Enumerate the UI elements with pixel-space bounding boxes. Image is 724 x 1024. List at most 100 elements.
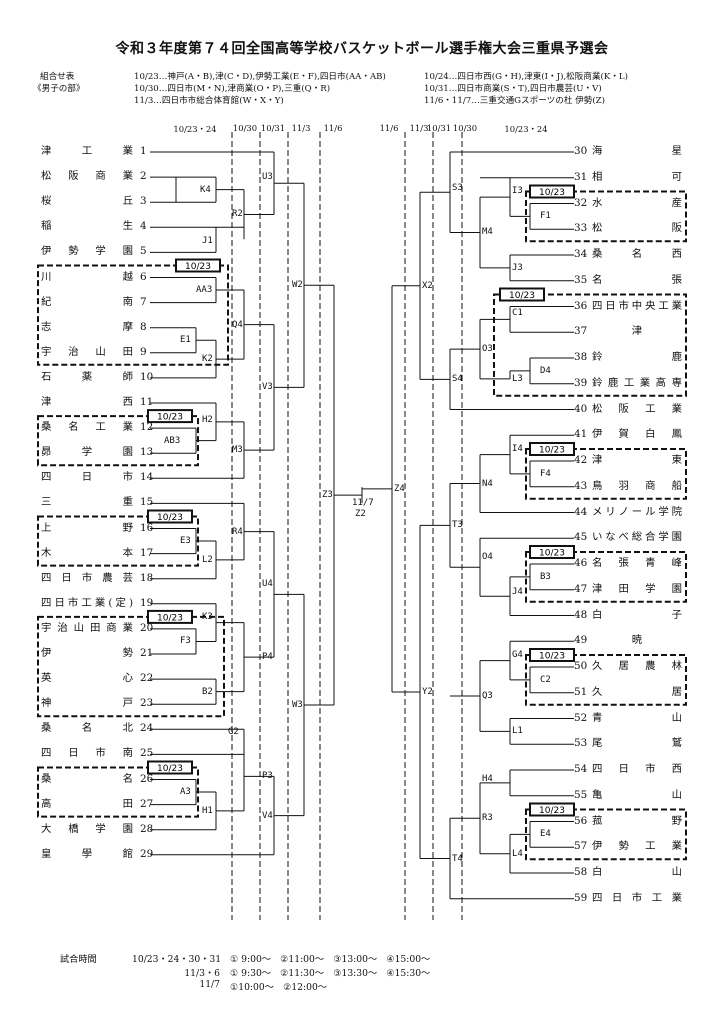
game-label: J4 xyxy=(512,587,523,598)
prelim-date-badge-frame xyxy=(175,258,221,273)
team-name: 鈴鹿工業高専 xyxy=(592,376,682,389)
game-label: W2 xyxy=(292,280,303,291)
game-label: K3 xyxy=(202,611,213,622)
team-name: 桑名工業 xyxy=(41,421,133,434)
date-label: 11/6 xyxy=(379,123,399,133)
team-name: 紀南 xyxy=(41,295,133,308)
team-number: 55 xyxy=(574,788,588,801)
team-name: 松阪商業 xyxy=(41,170,133,183)
team-name: 神戸 xyxy=(41,697,133,710)
team-number: 56 xyxy=(574,814,588,827)
team-number: 33 xyxy=(574,222,588,235)
team-number: 22 xyxy=(140,672,154,685)
team-number: 9 xyxy=(140,345,147,358)
date-label: 11/3 xyxy=(291,123,311,133)
team-number: 28 xyxy=(140,822,154,835)
game-label: M3 xyxy=(232,445,243,456)
team-name: 伊勢工業 xyxy=(592,840,682,853)
game-label: O3 xyxy=(482,344,493,355)
prelim-date-badge: 10/23 xyxy=(185,262,211,272)
date-label: 10/23・24 xyxy=(173,124,217,134)
game-label: Y2 xyxy=(422,686,433,697)
team-name: 鳥羽商船 xyxy=(592,479,682,492)
date-label: 10/31 xyxy=(260,123,286,133)
team-number: 19 xyxy=(140,596,154,609)
team-name: 伊勢学園 xyxy=(41,245,133,258)
team-number: 40 xyxy=(574,402,588,415)
venue-line: 11/6・11/7…三重交通Gスポーツの杜 伊勢(Z) xyxy=(424,96,606,106)
team-name: 四日市中央工業 xyxy=(592,299,682,312)
prelim-date-badge: 10/23 xyxy=(157,413,183,423)
team-name: 桜丘 xyxy=(41,195,133,208)
team-number: 18 xyxy=(140,571,154,584)
team-number: 57 xyxy=(574,840,588,853)
team-name: 伊勢 xyxy=(41,647,133,659)
team-name: 津工業 xyxy=(41,145,133,157)
team-number: 10 xyxy=(140,370,154,383)
prelim-group-box xyxy=(525,551,687,603)
prelim-date-badge-frame xyxy=(529,545,575,559)
team-number: 53 xyxy=(574,737,588,750)
team-number: 23 xyxy=(140,697,154,710)
bracket-label: 組合せ表 xyxy=(40,72,75,82)
team-name: 四日市工業(定) xyxy=(41,596,133,609)
team-name: 四日市工業 xyxy=(592,891,682,904)
game-label: U4 xyxy=(262,579,273,590)
game-label: L4 xyxy=(512,848,523,859)
team-name: いなべ総合学園 xyxy=(592,531,682,544)
game-label: S3 xyxy=(452,183,463,194)
venue-line: 10/31…四日市商業(S・T),四日市農芸(U・V) xyxy=(424,84,602,94)
game-label: F1 xyxy=(540,211,551,222)
prelim-group-box xyxy=(37,264,229,366)
team-name: 松阪 xyxy=(592,222,682,235)
game-label: E3 xyxy=(180,536,191,547)
game-label: K2 xyxy=(202,354,213,365)
date-label: 10/23・24 xyxy=(504,124,548,134)
team-number: 24 xyxy=(140,722,154,735)
game-label: W3 xyxy=(292,699,303,710)
team-number: 20 xyxy=(140,621,154,634)
team-number: 29 xyxy=(140,847,154,860)
team-number: 8 xyxy=(140,320,147,333)
team-name: 四日市 xyxy=(41,471,133,484)
team-name: 津田学園 xyxy=(592,582,682,595)
team-name: 津東 xyxy=(592,454,682,466)
division-label: 《男子の部》 xyxy=(33,84,85,94)
final-game-label: Z2 xyxy=(355,509,366,520)
team-name: 鈴鹿 xyxy=(592,351,682,363)
team-name: 上野 xyxy=(41,521,133,534)
game-label: L3 xyxy=(512,373,523,384)
game-label: Z3 xyxy=(322,490,333,501)
game-label: R4 xyxy=(232,526,243,537)
team-number: 50 xyxy=(574,660,588,672)
game-label: O4 xyxy=(482,552,493,563)
prelim-group-box xyxy=(525,190,687,243)
prelim-date-badge-frame xyxy=(147,409,193,424)
team-number: 16 xyxy=(140,521,154,534)
prelim-date-badge: 10/23 xyxy=(509,291,535,301)
date-label: 11/3 xyxy=(409,123,429,133)
date-label: 10/31 xyxy=(426,123,452,133)
date-label: 10/30 xyxy=(232,123,258,133)
schedule-times: ①10:00～ ②12:00～ xyxy=(230,982,327,993)
game-label: J3 xyxy=(512,262,523,273)
team-name: 高田 xyxy=(41,797,133,810)
game-label: V3 xyxy=(262,382,273,393)
prelim-group-box xyxy=(525,654,687,706)
team-number: 15 xyxy=(140,496,154,509)
prelim-group-box xyxy=(37,766,199,818)
team-number: 51 xyxy=(574,685,588,698)
game-label: AB3 xyxy=(164,435,181,446)
team-name: 菰野 xyxy=(592,814,682,827)
team-number: 41 xyxy=(574,428,588,441)
schedule-times: ① 9:00～ ②11:00～ ③13:00～ ④15:00～ xyxy=(230,954,431,965)
venue-line: 10/30…四日市(M・N),津商業(O・P),三重(Q・R) xyxy=(134,84,331,94)
game-label: A3 xyxy=(180,787,191,798)
venue-line: 11/3…四日市市総合体育館(W・X・Y) xyxy=(134,96,284,106)
team-number: 45 xyxy=(574,531,588,544)
team-number: 7 xyxy=(140,295,147,308)
prelim-date-badge: 10/23 xyxy=(157,613,183,623)
team-number: 52 xyxy=(574,711,588,724)
date-label: 10/30 xyxy=(452,123,478,133)
